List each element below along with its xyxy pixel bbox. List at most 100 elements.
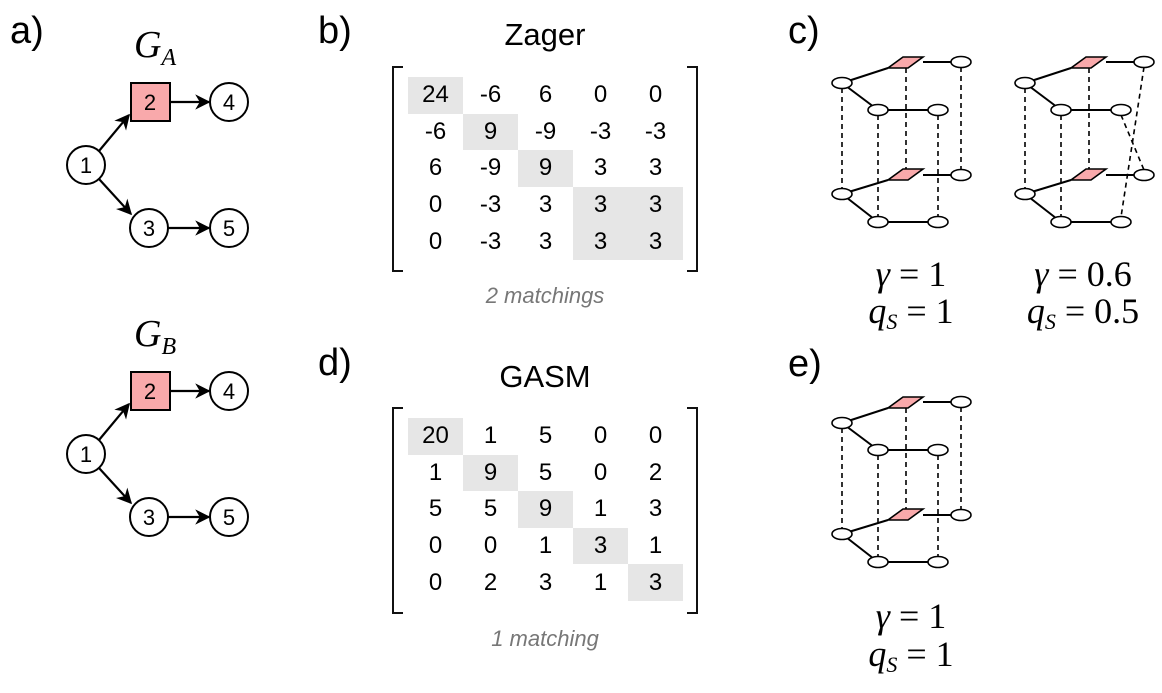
node-label-3: 3: [143, 216, 155, 241]
matrix-cell: 5: [483, 495, 498, 523]
caption-gasm: 1 matching: [491, 626, 599, 651]
graph-title-ga: GA: [134, 26, 176, 70]
matrix-cell: -6: [424, 117, 447, 145]
node-label-4: 4: [223, 379, 235, 404]
graph-title-sub: A: [161, 45, 177, 71]
matrix-cell: 0: [593, 458, 608, 486]
matrix-cell: 3: [628, 223, 683, 260]
matrix-cell: 9: [463, 113, 518, 151]
matrix-cell: 9: [518, 150, 573, 187]
qs-label-e: qS = 1: [868, 634, 954, 677]
qs-label-c2: qS = 0.5: [1026, 291, 1140, 334]
matrix-cell: 24: [408, 77, 463, 114]
matrix-cell: -3: [589, 117, 612, 145]
matrix-cell: 2: [483, 568, 498, 596]
matrix-title-zager: Zager: [504, 17, 586, 52]
matrix-cell: 5: [538, 458, 553, 486]
matrix-cell: 0: [593, 81, 608, 109]
matrix-cell: 20: [408, 418, 463, 455]
matrix-cell: 3: [628, 186, 683, 224]
matrix-cell: -3: [479, 191, 502, 219]
matrix-cell: 3: [628, 564, 683, 601]
matrix-cell: 1: [648, 532, 663, 560]
node-3: [129, 208, 169, 248]
graph-ga: 1 2 3 4 5: [66, 82, 249, 248]
graph-title-gb: GB: [134, 315, 176, 359]
bracket-right: [687, 66, 698, 272]
matrix-cell: 3: [593, 154, 608, 182]
panel-label-a: a): [10, 10, 44, 52]
matrix-cell: 6: [538, 81, 553, 109]
matrix-cell: 0: [648, 81, 663, 109]
graph-title-main: G: [134, 24, 162, 66]
matrix-cell: 1: [538, 532, 553, 560]
matrix-cell: 0: [428, 191, 443, 219]
node-5: [209, 208, 249, 248]
node-label-2: 2: [144, 379, 156, 404]
matrix-cell: 2: [648, 458, 663, 486]
matrix-cell: 3: [573, 527, 628, 565]
node-1: [66, 434, 106, 474]
matrix-cell: -6: [479, 81, 502, 109]
matrix-cell: 5: [428, 495, 443, 523]
matrix-cell: 0: [483, 532, 498, 560]
alignment-diagrams-c: [831, 55, 1155, 229]
matrix-cell: -9: [479, 154, 502, 182]
qs-label-c1: qS = 1: [868, 291, 954, 334]
matrix-cell: 5: [538, 422, 553, 450]
matrix-cell: 0: [428, 227, 443, 255]
node-label-5: 5: [223, 216, 235, 241]
edge-1-2: [98, 113, 130, 152]
node-label-1: 1: [80, 442, 92, 467]
alignment-diagram-e: [831, 395, 972, 569]
node-5: [209, 497, 249, 537]
node-4: [209, 371, 249, 411]
matrix-cell: 3: [538, 191, 553, 219]
node-1: [66, 145, 106, 185]
matrix-cell: 0: [428, 532, 443, 560]
bracket-left: [392, 407, 403, 614]
node-3: [129, 497, 169, 537]
bracket-right: [687, 407, 698, 614]
matrix-cell: 3: [538, 227, 553, 255]
gamma-label-e: γ = 1: [875, 596, 947, 636]
alignment-perfect: [831, 55, 972, 229]
matrix-cell: 0: [593, 422, 608, 450]
gamma-label-c1: γ = 1: [875, 254, 947, 294]
matrix-cell: 3: [538, 568, 553, 596]
caption-zager: 2 matchings: [485, 283, 605, 308]
node-4: [209, 82, 249, 122]
alignment-gasm: [831, 395, 972, 569]
graph-title-sub: B: [161, 334, 177, 360]
panel-label-e: e): [788, 343, 822, 385]
matrix-cell: 6: [428, 154, 443, 182]
matrix-cell: 0: [648, 422, 663, 450]
panel-label-b: b): [318, 10, 352, 52]
gamma-label-c2: γ = 0.6: [1034, 254, 1132, 294]
matrix-cell: -3: [644, 117, 667, 145]
alignment-imperfect: [1014, 55, 1155, 229]
matrix-title-gasm: GASM: [499, 359, 591, 394]
panel-label-d: d): [318, 342, 352, 384]
node-2: [130, 82, 171, 122]
node-2: [130, 371, 171, 411]
matrix-cell: 9: [518, 491, 573, 528]
edge-1-3: [98, 467, 133, 505]
graph-title-main: G: [134, 313, 162, 355]
edge-1-2: [98, 402, 130, 441]
matrix-cell: 0: [428, 568, 443, 596]
edge-1-3: [98, 178, 133, 216]
matrix-cell: 3: [573, 223, 628, 260]
matrix-cell: -9: [534, 117, 557, 145]
matrix-cell: 1: [593, 495, 608, 523]
matrix-cell: 1: [428, 458, 443, 486]
node-label-5: 5: [223, 505, 235, 530]
matrix-cell: 1: [593, 568, 608, 596]
graph-gb: 1 2 3 4 5: [66, 371, 249, 537]
matrix-cell: 3: [648, 154, 663, 182]
matrix-cell: 9: [463, 454, 518, 492]
matrix-cell: 3: [648, 495, 663, 523]
matrix-cell: -3: [479, 227, 502, 255]
